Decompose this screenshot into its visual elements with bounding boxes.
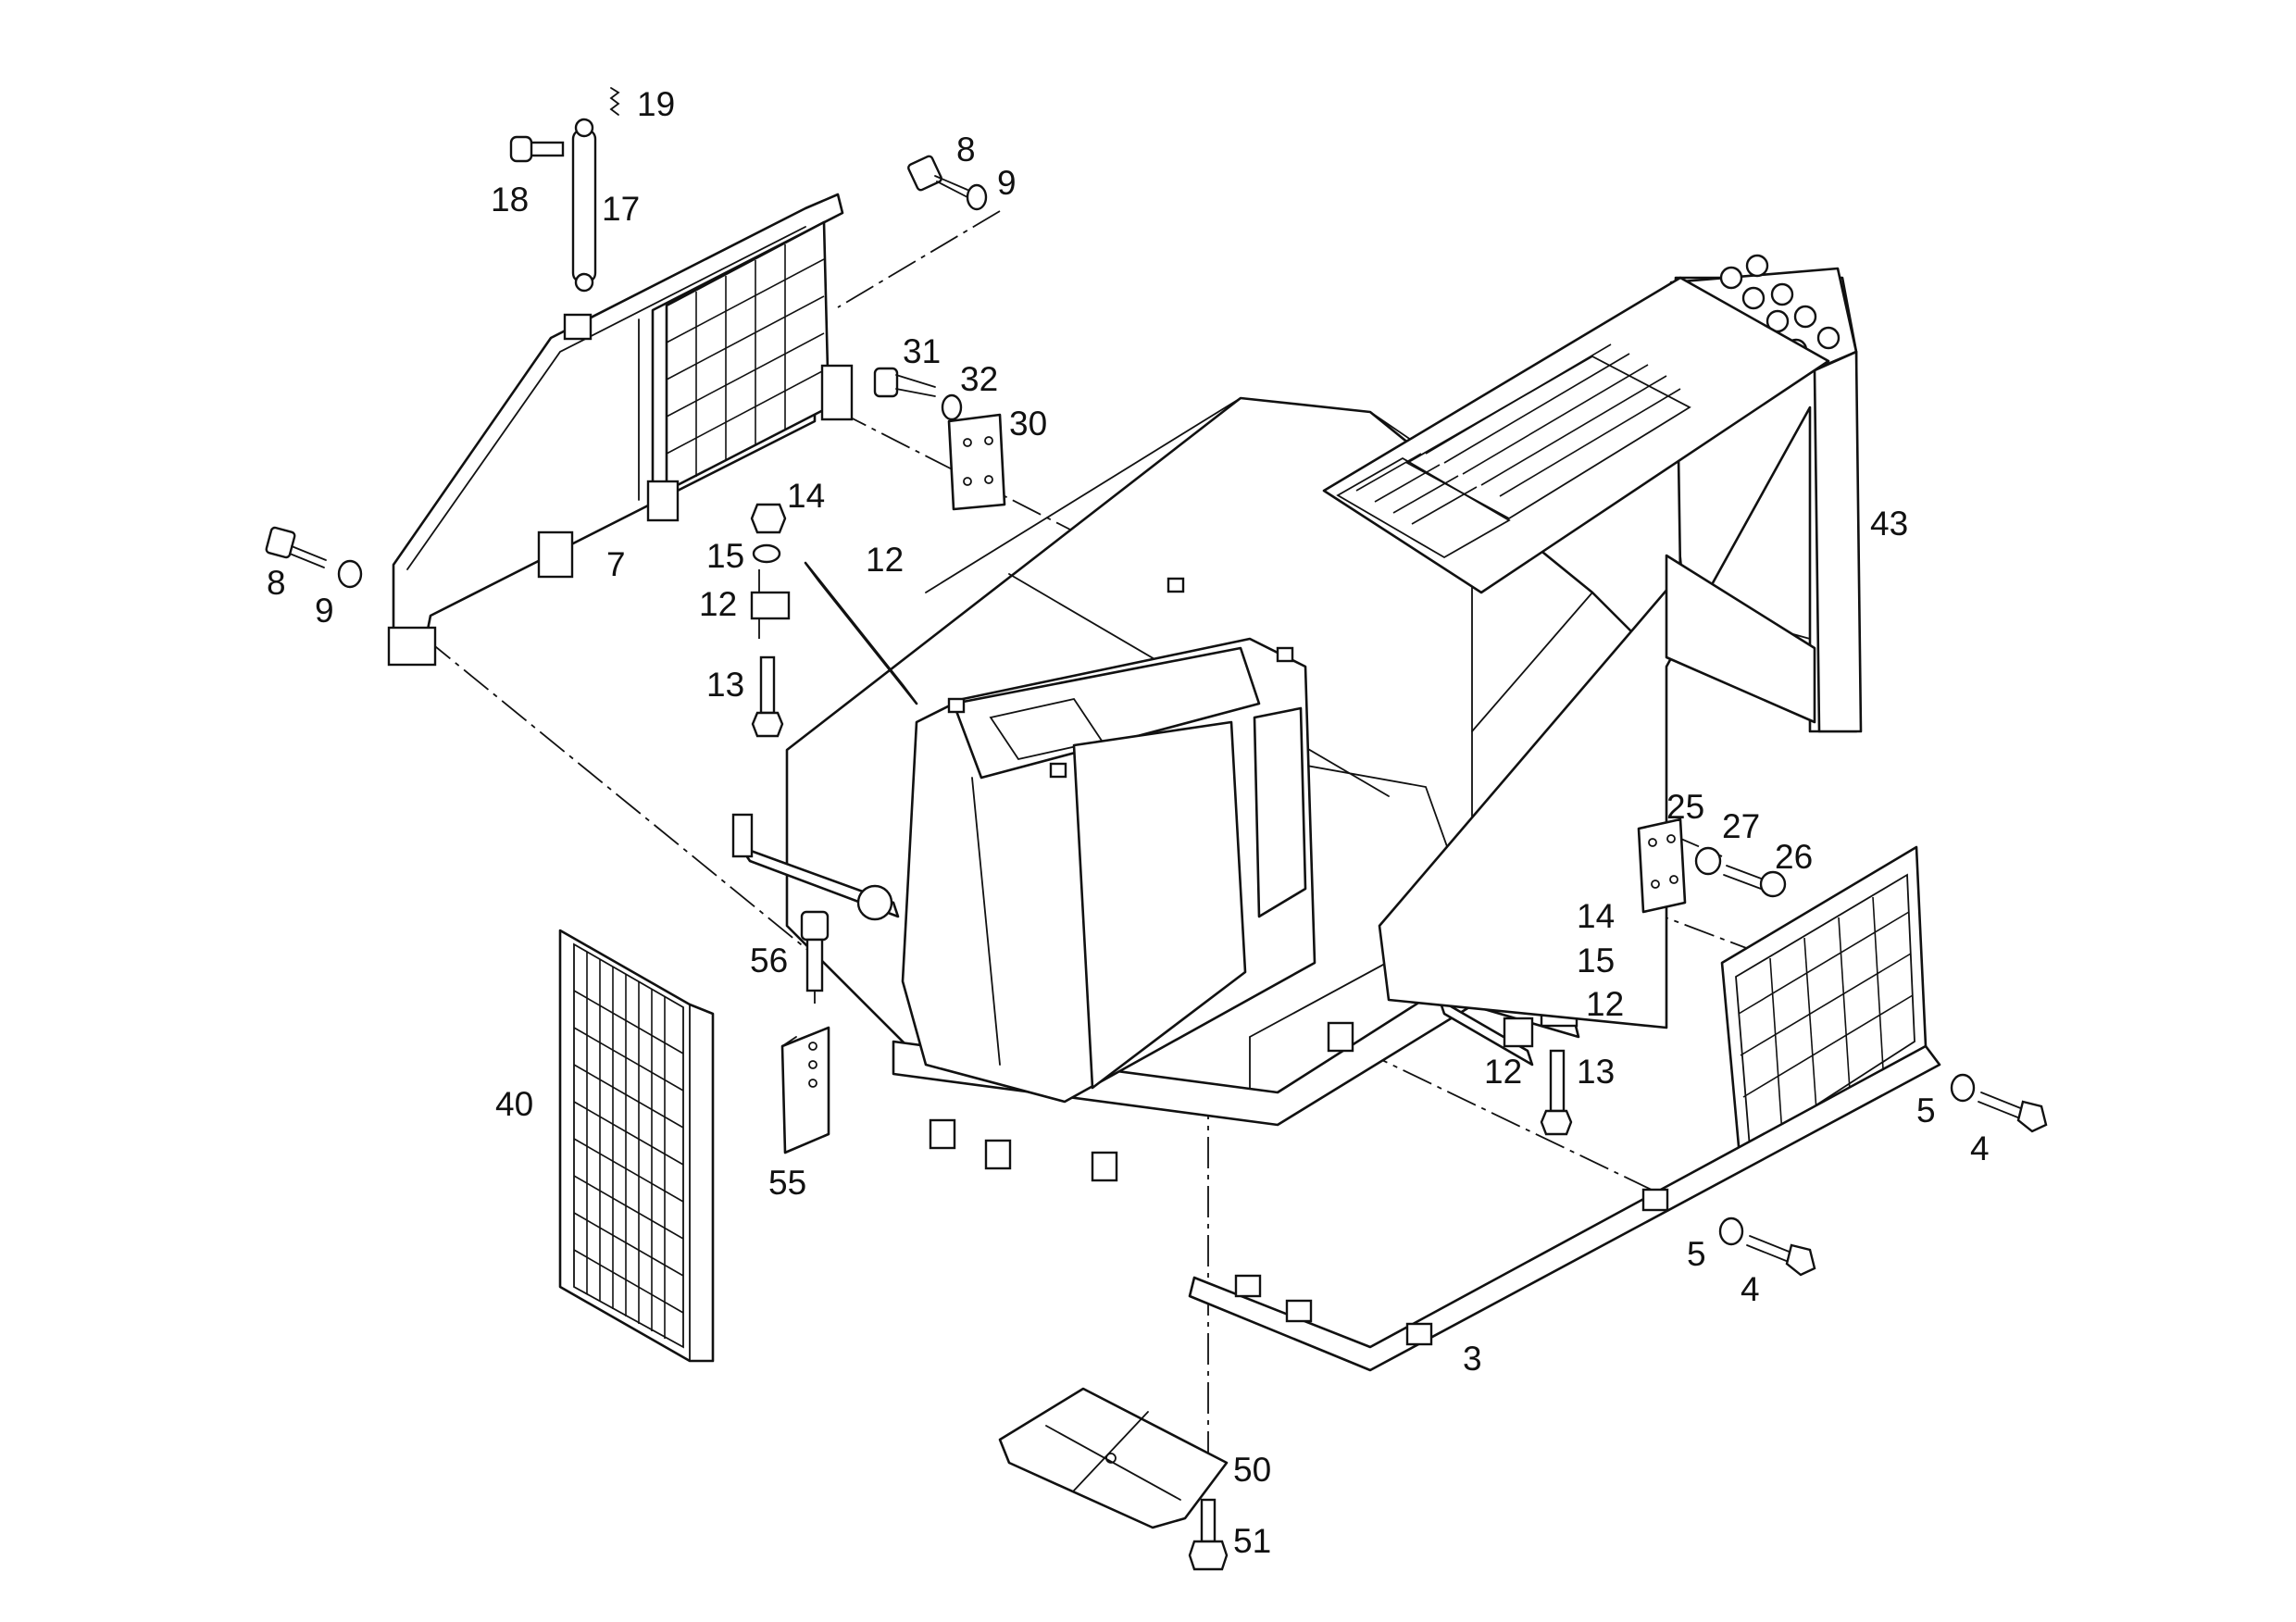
- callout-5-lower: 5: [1687, 1235, 1706, 1273]
- callout-19: 19: [637, 85, 675, 123]
- mounting-plate-right: [1637, 817, 1787, 914]
- callout-51: 51: [1233, 1522, 1271, 1560]
- bolt-left: [265, 526, 363, 589]
- callout-12-left-upper: 12: [866, 541, 904, 579]
- callout-18: 18: [491, 181, 529, 218]
- callout-4-lower: 4: [1741, 1270, 1760, 1308]
- callout-5-upper: 5: [1916, 1092, 1936, 1129]
- callout-17: 17: [602, 190, 640, 228]
- left-guard-frame: [387, 193, 854, 667]
- callout-15-right: 15: [1577, 942, 1615, 979]
- callout-32: 32: [960, 360, 998, 398]
- bolt-right-lower: [1718, 1216, 1816, 1277]
- callout-13-left: 13: [706, 666, 744, 704]
- callout-9-left: 9: [315, 592, 334, 630]
- callout-13-right: 13: [1577, 1053, 1615, 1091]
- mounting-plate-left: [873, 367, 1006, 511]
- fastener-stack-left: [750, 503, 791, 738]
- operator-cab: [901, 577, 1316, 1104]
- callout-25: 25: [1666, 788, 1704, 826]
- pin: [509, 135, 565, 163]
- callout-9-upper: 9: [997, 164, 1017, 202]
- callout-26: 26: [1775, 838, 1813, 876]
- callout-15-left: 15: [706, 537, 744, 575]
- callout-8-left: 8: [267, 564, 286, 602]
- callout-31: 31: [903, 332, 941, 370]
- callout-7: 7: [606, 545, 626, 583]
- callout-55: 55: [768, 1164, 806, 1202]
- gas-strut: [571, 118, 597, 293]
- grille-panel: [558, 929, 715, 1363]
- callout-30: 30: [1009, 405, 1047, 443]
- screw-56: [800, 910, 830, 992]
- callout-14-right: 14: [1577, 897, 1615, 935]
- screw-51: [1188, 1498, 1229, 1571]
- callout-56: 56: [750, 942, 788, 979]
- callout-12-right-lower: 12: [1484, 1053, 1522, 1091]
- bolt-right-upper: [1950, 1073, 2048, 1133]
- step-platform: [1322, 276, 1830, 594]
- base-guard-frame: [1188, 1044, 1941, 1372]
- callout-43: 43: [1870, 505, 1908, 543]
- callout-50: 50: [1233, 1451, 1271, 1489]
- rear-housing: [1378, 254, 1863, 1029]
- bracket-block: [780, 1026, 830, 1154]
- callout-40: 40: [495, 1085, 533, 1123]
- spring-clip: [609, 87, 620, 116]
- callout-12-right-upper: 12: [1586, 985, 1624, 1023]
- right-guard-panel: [1720, 845, 1928, 1168]
- callout-4-upper: 4: [1970, 1129, 1990, 1167]
- callout-labels: 19 18 17 8 9 31 32 30 14 15 12 12 13 8 9…: [267, 85, 1990, 1560]
- callout-14-left: 14: [787, 477, 825, 515]
- bolt-upper: [907, 155, 988, 211]
- mount-pads: [856, 884, 1354, 1182]
- callout-12-left-lower: 12: [699, 585, 737, 623]
- callout-3: 3: [1463, 1340, 1482, 1378]
- callout-8-upper: 8: [956, 131, 976, 168]
- cover-plate: [998, 1387, 1229, 1529]
- callout-27: 27: [1722, 807, 1760, 845]
